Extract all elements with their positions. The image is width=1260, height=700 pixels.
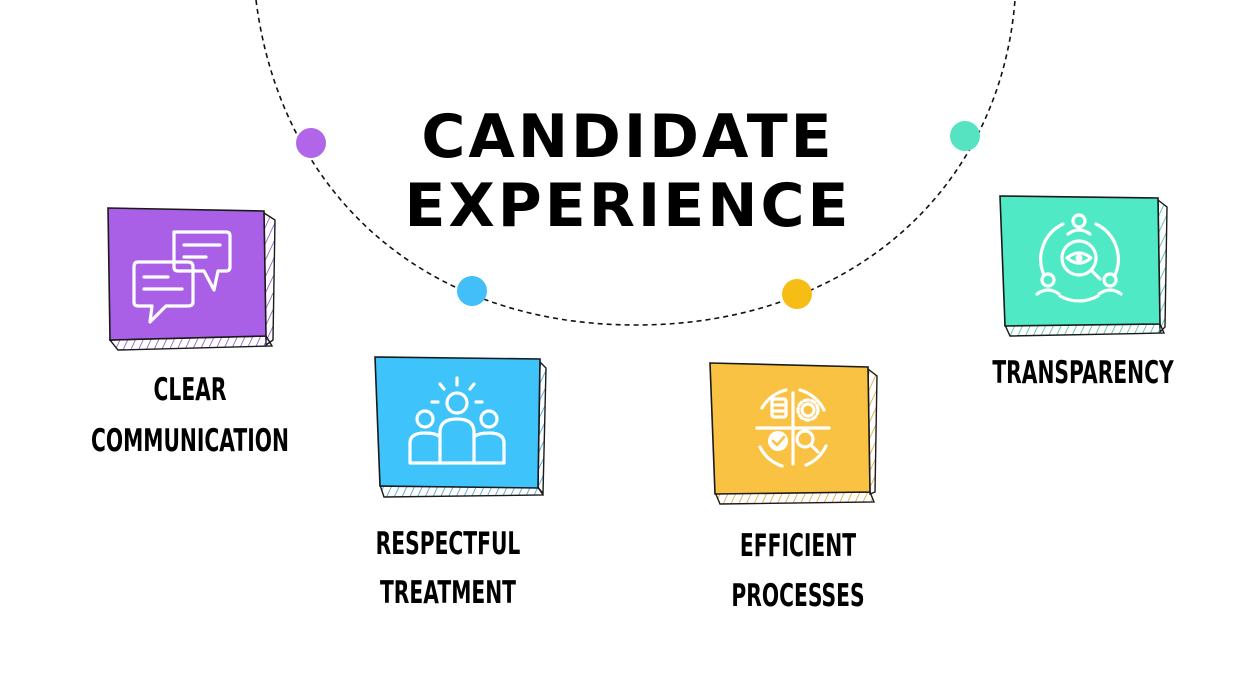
card-efficient-processes: [709, 362, 878, 505]
title-line-1: CANDIDATE: [421, 102, 834, 172]
label-efficient-processes-line-1: EFFICIENT: [740, 529, 856, 565]
card-face: [374, 356, 541, 489]
label-efficient-processes-line-2: PROCESSES: [731, 579, 864, 615]
label-transparency: TRANSPARENCY: [992, 356, 1174, 392]
team-people-icon: [408, 376, 506, 465]
dashed-arc: [255, 0, 1016, 326]
card-face: [107, 207, 267, 341]
arc-dot-purple: [296, 128, 326, 158]
card-clear-communication: [107, 207, 276, 351]
process-cycle-icon: [755, 388, 831, 468]
label-clear-communication-line-1: CLEAR: [154, 373, 227, 409]
eye-magnifier-network-icon: [1035, 213, 1123, 303]
label-clear-communication-line-2: COMMUNICATION: [91, 424, 289, 460]
chat-bubbles-icon: [132, 230, 232, 324]
title-line-2: EXPERIENCE: [405, 171, 852, 241]
card-transparency: [999, 195, 1168, 337]
label-respectful-treatment-line-2: TREATMENT: [380, 576, 516, 612]
label-respectful-treatment-line-1: RESPECTFUL: [376, 527, 521, 563]
arc-dot-yellow: [782, 279, 812, 309]
card-respectful-treatment: [374, 356, 547, 498]
arc-dot-blue: [457, 276, 487, 306]
arc-dot-green: [950, 121, 980, 151]
